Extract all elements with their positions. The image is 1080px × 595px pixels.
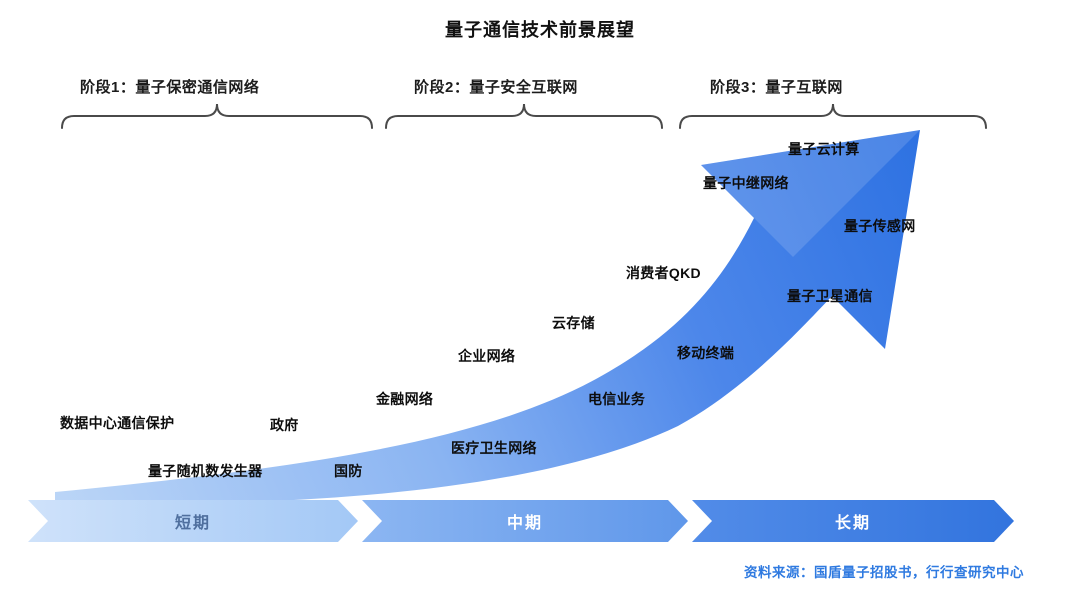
phase-1-label: 阶段1：量子保密通信网络: [80, 79, 260, 96]
item-enterprise-network: 企业网络: [458, 348, 516, 364]
phase-3-brace: [679, 103, 987, 129]
arrow-highlight: [701, 130, 920, 257]
item-data-center-protection: 数据中心通信保护: [60, 415, 175, 431]
item-healthcare-network: 医疗卫生网络: [451, 440, 537, 456]
item-mobile-terminal: 移动终端: [677, 345, 735, 361]
timeline-band-short-term: 短期: [28, 500, 358, 542]
phase-2-brace: [385, 103, 663, 129]
item-quantum-rng: 量子随机数发生器: [148, 463, 263, 479]
timeline-band-short-label: 短期: [174, 515, 211, 532]
item-national-defense: 国防: [334, 463, 363, 479]
timeline-band-long-term: 长期: [692, 500, 1014, 542]
timeline-band-long-label: 长期: [834, 515, 871, 532]
timeline-band-mid-term: 中期: [362, 500, 688, 542]
item-financial-network: 金融网络: [376, 391, 434, 407]
source-note: 资料来源：国盾量子招股书，行行查研究中心: [744, 565, 1024, 580]
phase-3-label: 阶段3：量子互联网: [710, 79, 843, 96]
phase-2-label: 阶段2：量子安全互联网: [414, 79, 578, 96]
item-quantum-sensor-network: 量子传感网: [844, 218, 916, 234]
item-quantum-satellite-comm: 量子卫星通信: [787, 288, 873, 304]
timeline-band-mid-label: 中期: [506, 515, 543, 532]
item-consumer-qkd: 消费者QKD: [626, 265, 701, 281]
item-quantum-cloud-computing: 量子云计算: [788, 141, 860, 157]
item-government: 政府: [270, 417, 299, 433]
item-quantum-relay-network: 量子中继网络: [703, 175, 789, 191]
page-title: 量子通信技术前景展望: [445, 20, 635, 40]
item-telecom-services: 电信业务: [588, 391, 646, 407]
item-cloud-storage: 云存储: [552, 315, 595, 331]
phase-1-brace: [61, 103, 373, 129]
growth-arrow: [55, 130, 920, 504]
